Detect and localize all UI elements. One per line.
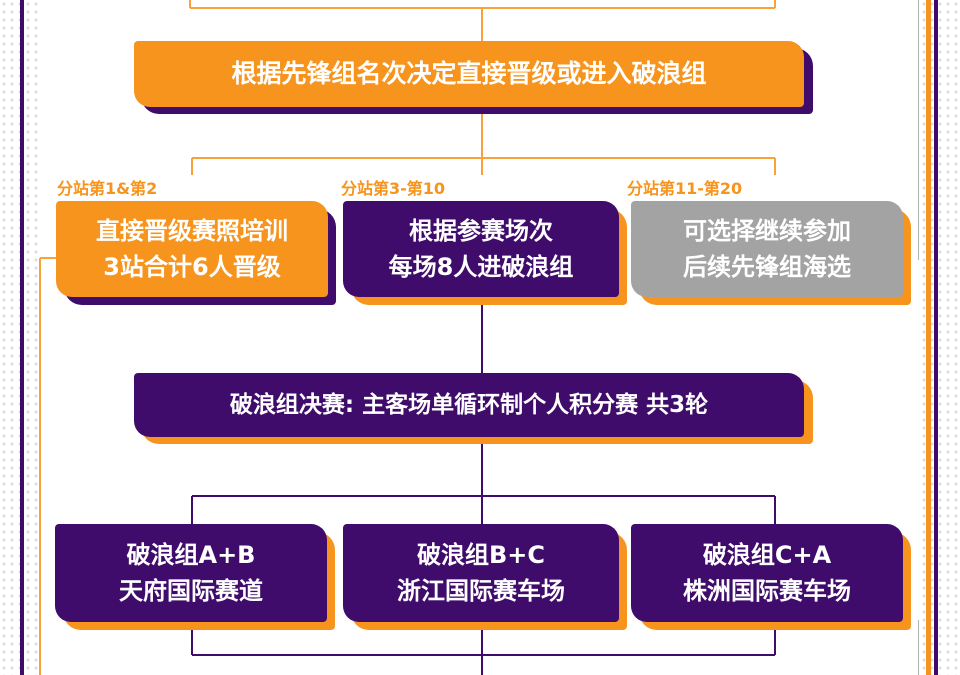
final-banner-box: 破浪组决赛: 主客场单循环制个人积分赛 共3轮 — [134, 373, 804, 437]
station-1-line-2: 3站合计6人晋级 — [103, 253, 281, 281]
station-label-2: 分站第3-第10 — [341, 179, 446, 198]
group-1-line-1: 破浪组A+B — [126, 541, 256, 569]
station-label-1: 分站第1&第2 — [57, 179, 158, 198]
station-2-line-2: 每场8人进破浪组 — [388, 253, 574, 281]
right-frame-accent — [926, 0, 931, 675]
top-banner-text: 根据先锋组名次决定直接晋级或进入破浪组 — [231, 59, 707, 88]
group-3-line-2: 株洲国际赛车场 — [683, 577, 851, 605]
group-1-line-2: 天府国际赛道 — [119, 577, 263, 605]
station-3-line-1: 可选择继续参加 — [683, 217, 851, 245]
group-3-line-1: 破浪组C+A — [702, 541, 832, 569]
left-frame-border — [20, 0, 24, 675]
group-box-3: 破浪组C+A 株洲国际赛车场 — [631, 524, 903, 622]
station-1-line-1: 直接晋级赛照培训 — [96, 217, 288, 245]
group-box-1: 破浪组A+B 天府国际赛道 — [55, 524, 327, 622]
right-thin-line-lower — [918, 620, 919, 675]
station-3-line-2: 后续先锋组海选 — [683, 253, 851, 281]
group-box-2: 破浪组B+C 浙江国际赛车场 — [343, 524, 619, 622]
station-box-3: 可选择继续参加 后续先锋组海选 — [631, 201, 903, 297]
station-2-line-1: 根据参赛场次 — [409, 217, 553, 245]
station-box-2: 根据参赛场次 每场8人进破浪组 — [343, 201, 619, 297]
right-thin-line — [918, 0, 919, 260]
station-box-1: 直接晋级赛照培训 3站合计6人晋级 — [56, 201, 328, 297]
group-2-line-1: 破浪组B+C — [416, 541, 545, 569]
top-banner-box: 根据先锋组名次决定直接晋级或进入破浪组 — [134, 41, 804, 107]
final-banner-text: 破浪组决赛: 主客场单循环制个人积分赛 共3轮 — [229, 392, 709, 418]
right-frame-border — [934, 0, 938, 675]
station-label-3: 分站第11-第20 — [627, 179, 743, 198]
group-2-line-2: 浙江国际赛车场 — [397, 577, 565, 605]
